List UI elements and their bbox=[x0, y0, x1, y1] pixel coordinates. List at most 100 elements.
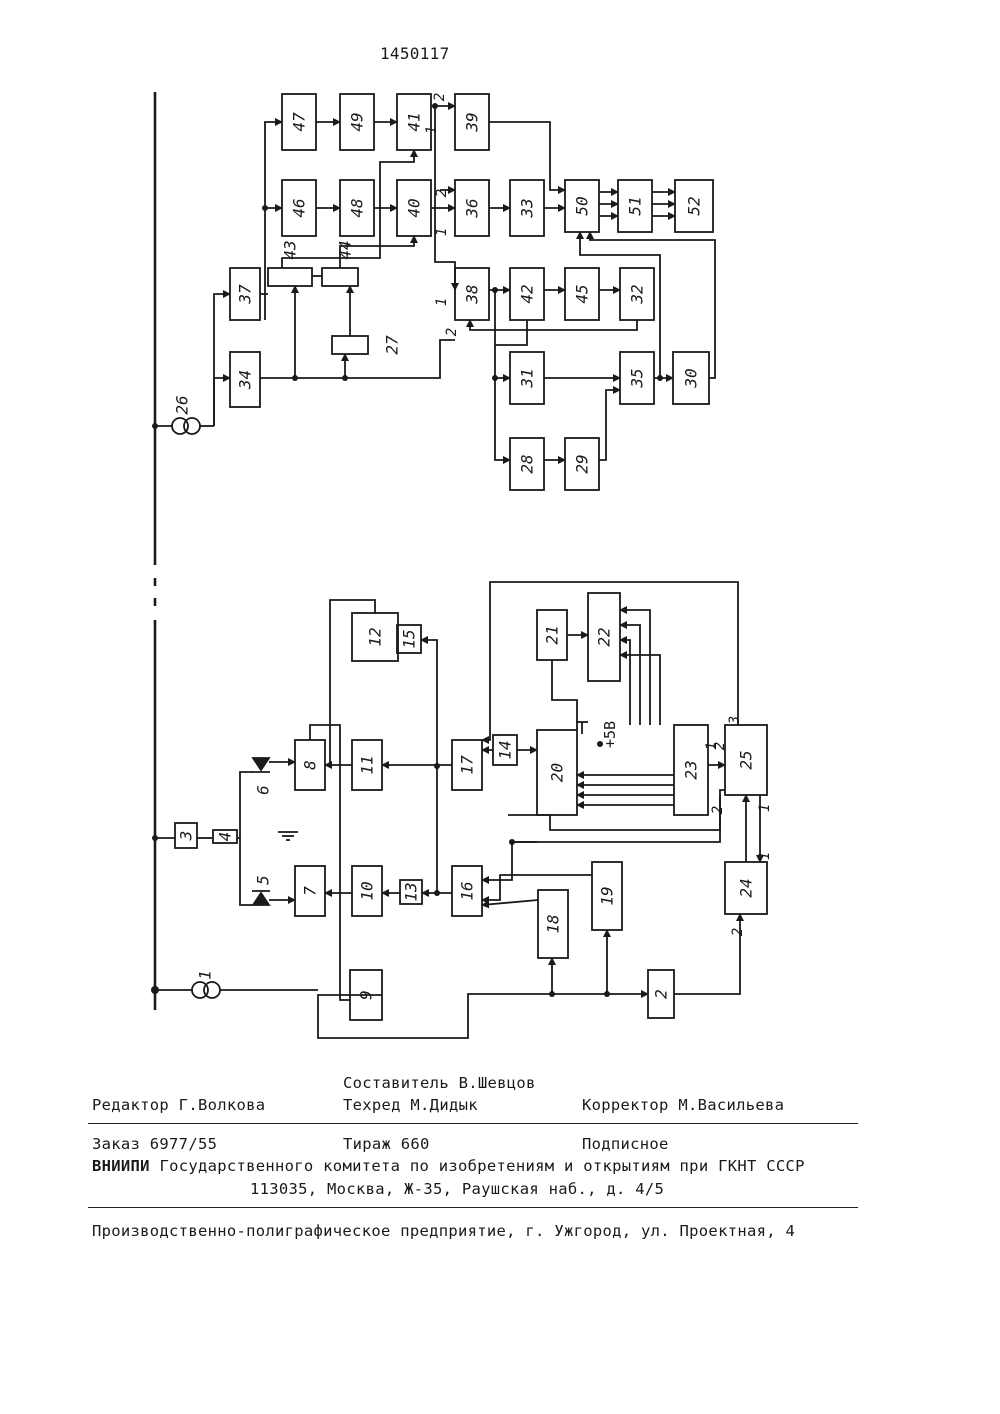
supply-label: +5В bbox=[601, 721, 619, 748]
block-24-label: 24 bbox=[737, 878, 756, 897]
port-label: 3 bbox=[727, 716, 743, 725]
block-27-box bbox=[332, 336, 368, 354]
block-51-label: 51 bbox=[626, 196, 645, 215]
block-9-label: 9 bbox=[357, 990, 376, 1000]
block-42-label: 42 bbox=[518, 284, 537, 303]
junction-dots bbox=[151, 103, 663, 997]
circulation-line: Тираж 660 bbox=[343, 1135, 430, 1153]
editor-line: Редактор Г.Волкова bbox=[92, 1096, 265, 1114]
block-4-label: 4 bbox=[216, 832, 235, 842]
diode-5-symbol bbox=[252, 891, 270, 905]
block-5-label: 5 bbox=[254, 875, 273, 885]
techred-line: Техред М.Дидык bbox=[343, 1096, 478, 1114]
wire bbox=[620, 640, 630, 725]
wire bbox=[674, 914, 740, 994]
wire bbox=[265, 122, 282, 320]
block-44-label: 44 bbox=[336, 240, 355, 259]
transformer-26-symbol bbox=[155, 418, 214, 434]
wire bbox=[214, 378, 230, 426]
block-45-label: 45 bbox=[573, 284, 592, 303]
block-diagram: +5В 474941394648403633505152434437342738… bbox=[0, 0, 1000, 1070]
port-label: 1 bbox=[757, 852, 773, 860]
wire bbox=[508, 795, 720, 830]
wire bbox=[599, 390, 620, 460]
block-3-label: 3 bbox=[177, 831, 196, 842]
block-32-label: 32 bbox=[628, 284, 647, 304]
wire bbox=[620, 610, 650, 725]
wire bbox=[512, 790, 725, 842]
corrector-line: Корректор М.Васильева bbox=[582, 1096, 784, 1114]
block-35-label: 35 bbox=[628, 368, 647, 388]
port-label: 2 bbox=[432, 93, 448, 101]
wire bbox=[495, 290, 510, 460]
block-18-label: 18 bbox=[544, 914, 563, 933]
block-30-label: 30 bbox=[682, 368, 701, 388]
subscription-line: Подписное bbox=[582, 1135, 669, 1153]
block-40-label: 40 bbox=[405, 198, 424, 217]
block-43-box bbox=[268, 268, 312, 286]
block-50-label: 50 bbox=[573, 196, 592, 215]
wire bbox=[214, 294, 230, 426]
footer-rule-top bbox=[88, 1123, 858, 1124]
block-11-label: 11 bbox=[358, 755, 377, 774]
block-13-label: 13 bbox=[402, 882, 421, 901]
block-28-label: 28 bbox=[518, 454, 537, 473]
block-25-label: 25 bbox=[737, 750, 756, 769]
block-14-label: 14 bbox=[496, 740, 515, 759]
order-line: Заказ 6977/55 bbox=[92, 1135, 217, 1153]
block-48-label: 48 bbox=[348, 198, 367, 217]
block-33-label: 33 bbox=[518, 198, 537, 218]
block-34-label: 34 bbox=[236, 370, 255, 390]
block-47-label: 47 bbox=[290, 112, 309, 132]
wire bbox=[590, 232, 715, 378]
port-label: 2 bbox=[434, 189, 450, 197]
block-17-label: 17 bbox=[458, 755, 477, 775]
block-6-label: 6 bbox=[254, 785, 273, 795]
block-8-label: 8 bbox=[301, 760, 320, 770]
block-7-label: 7 bbox=[301, 886, 320, 896]
block-1-label: 1 bbox=[196, 970, 215, 980]
block-19-label: 19 bbox=[598, 886, 617, 905]
port-label: 1 bbox=[434, 228, 450, 236]
org-short: ВНИИПИ bbox=[92, 1157, 150, 1175]
wire bbox=[237, 772, 253, 838]
footer-rule-bottom bbox=[88, 1207, 858, 1208]
wire bbox=[421, 640, 437, 766]
port-label: 1 bbox=[704, 742, 720, 750]
block-36-label: 36 bbox=[463, 198, 482, 218]
port-label: 1 bbox=[757, 804, 773, 812]
wire bbox=[240, 838, 253, 905]
wire bbox=[482, 875, 592, 900]
block-12-label: 12 bbox=[366, 627, 385, 646]
block-29-label: 29 bbox=[573, 454, 592, 473]
wire bbox=[552, 660, 577, 730]
ground-symbol bbox=[278, 832, 298, 840]
block-46-label: 46 bbox=[290, 198, 309, 217]
block-41-label: 41 bbox=[405, 112, 424, 131]
block-52-label: 52 bbox=[685, 196, 704, 215]
printing-line: Производственно-полиграфическое предприя… bbox=[92, 1222, 795, 1240]
wire bbox=[495, 320, 527, 345]
port-label: 2 bbox=[710, 806, 726, 814]
block-16-label: 16 bbox=[458, 881, 477, 900]
block-15-label: 15 bbox=[400, 629, 419, 648]
wire bbox=[260, 340, 455, 378]
block-21-label: 21 bbox=[543, 625, 562, 644]
block-22-label: 22 bbox=[595, 627, 614, 646]
block-43-label: 43 bbox=[281, 240, 300, 259]
address-line: 113035, Москва, Ж-35, Раушская наб., д. … bbox=[250, 1180, 664, 1198]
wire bbox=[482, 582, 738, 740]
port-label: 2 bbox=[730, 928, 746, 936]
port-label: 1 bbox=[424, 126, 440, 134]
block-27-label: 27 bbox=[383, 335, 402, 355]
block-49-label: 49 bbox=[348, 112, 367, 131]
block-44-box bbox=[322, 268, 358, 286]
port-label: 1 bbox=[434, 298, 450, 306]
diode-6-symbol bbox=[252, 758, 270, 772]
block-37-label: 37 bbox=[236, 284, 255, 305]
block-31-label: 31 bbox=[518, 368, 537, 388]
block-26-label: 26 bbox=[173, 395, 192, 414]
block-2-label: 2 bbox=[652, 989, 671, 999]
supply-terminal bbox=[576, 722, 603, 747]
org-line: ВНИИПИ Государственного комитета по изоб… bbox=[92, 1157, 805, 1175]
